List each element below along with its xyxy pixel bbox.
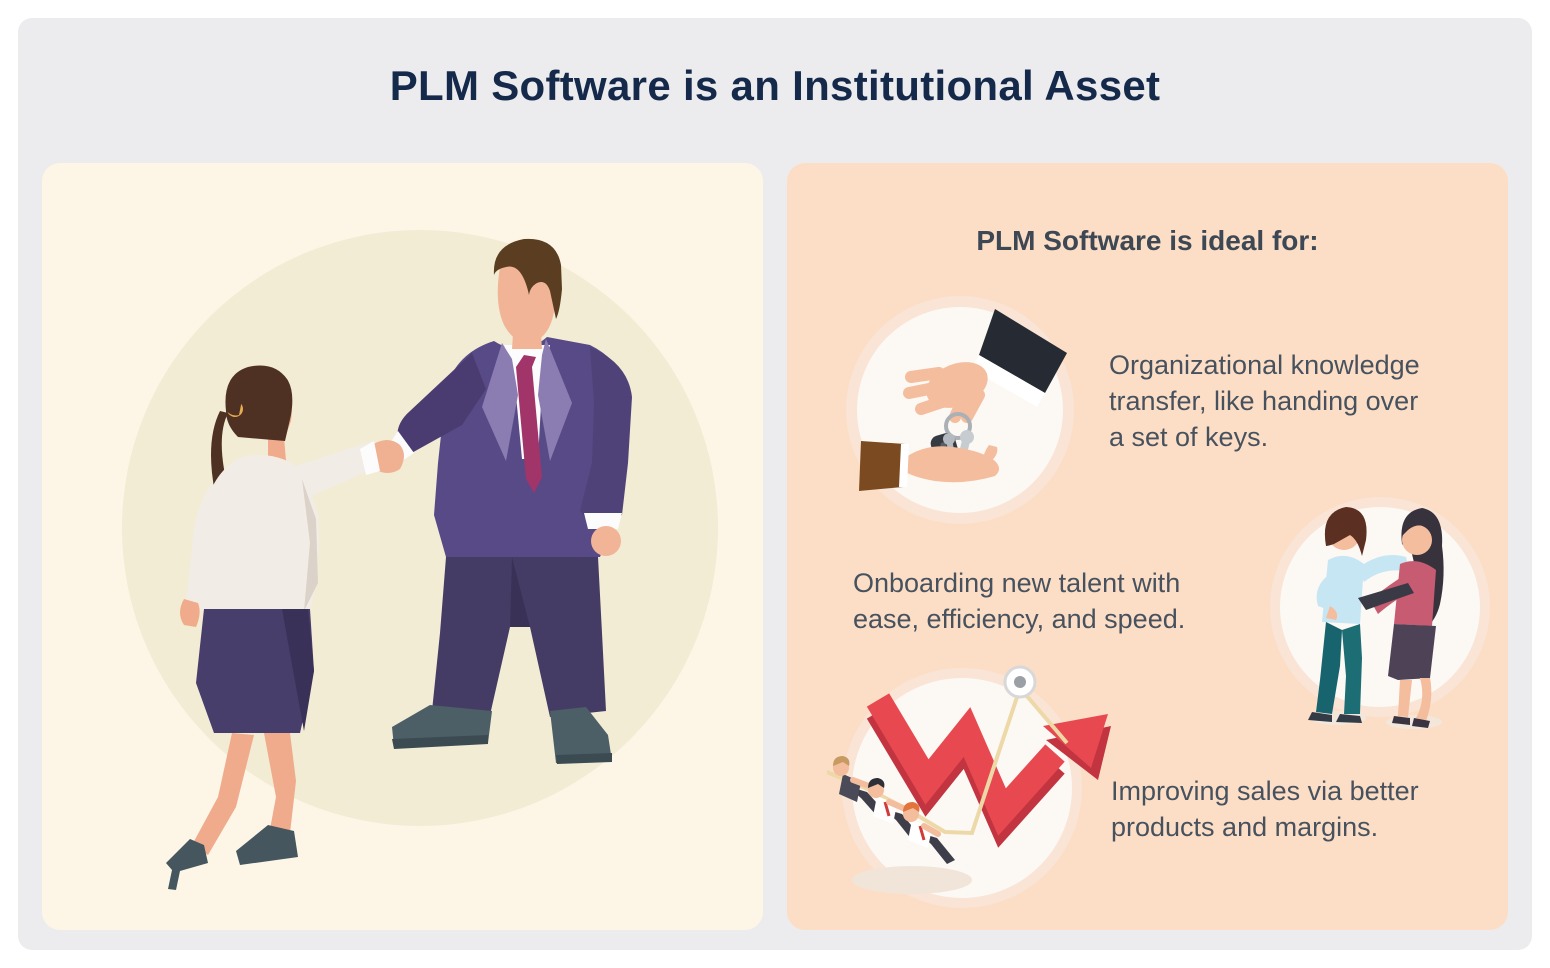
new-hire-figure	[1358, 508, 1444, 728]
colleagues-mentoring-icon	[1270, 497, 1490, 729]
benefit-text-onboarding: Onboarding new talent with ease, efficie…	[853, 568, 1186, 634]
keys-handover-icon	[846, 296, 1074, 524]
benefits-panel: PLM Software is ideal for:	[787, 163, 1508, 930]
sales-growth-arrow-icon	[827, 665, 1111, 908]
business-handshake-illustration	[122, 230, 718, 890]
illustration-panel	[42, 163, 763, 930]
page-title: PLM Software is an Institutional Asset	[389, 62, 1161, 109]
canvas-background: PLM Software is an Institutional Asset	[18, 18, 1532, 950]
benefit-text-knowledge-transfer: Organizational knowledge transfer, like …	[1109, 350, 1420, 452]
pulling-team	[833, 756, 955, 864]
businesswoman-figure	[166, 365, 404, 890]
businessman-figure	[390, 238, 632, 764]
benefit-text-sales: Improving sales via better products and …	[1111, 776, 1419, 842]
puller-3	[903, 802, 955, 864]
benefits-heading: PLM Software is ideal for:	[976, 225, 1319, 256]
mentor-figure	[1308, 507, 1410, 723]
